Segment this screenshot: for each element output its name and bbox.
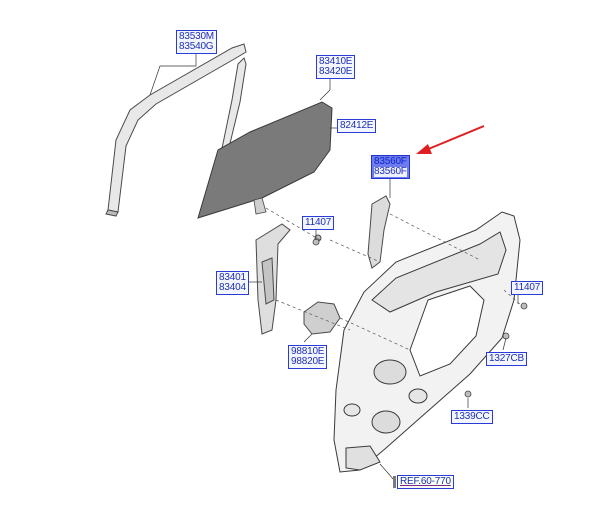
regulator-part — [255, 223, 341, 335]
callout-line: 83410E — [319, 56, 353, 67]
callout-line: 83401 — [219, 272, 246, 283]
callout-line: 83560F — [374, 156, 407, 167]
callout-door-glass: 83410E 83420E — [316, 55, 356, 79]
callout-line: 83540G — [179, 41, 214, 52]
callout-bolt-upper: 11407 — [302, 216, 335, 230]
pointer-arrow — [416, 125, 485, 154]
callout-line: 11407 — [305, 217, 332, 228]
callout-line: 83404 — [219, 282, 246, 293]
callout-line: 11407 — [514, 282, 541, 293]
door-glass-part — [197, 101, 333, 219]
callout-window-channel: 83530M 83540G — [176, 30, 217, 54]
callout-bolt-right: 11407 — [511, 281, 544, 295]
callout-glass-part: 82412E — [337, 119, 377, 133]
callout-line: 1327CB — [489, 353, 524, 364]
callout-regulator-front: 83560F 83560F — [371, 155, 410, 179]
regulator-rail-part — [367, 195, 391, 269]
callout-line: 83530M — [179, 31, 214, 42]
callout-motor: 98810E 98820E — [288, 345, 328, 369]
window-channel-part — [105, 43, 247, 217]
callout-line: 82412E — [340, 120, 374, 131]
callout-line: 98820E — [291, 356, 325, 367]
callout-line: 1339CC — [454, 411, 490, 422]
callout-regulator: 83401 83404 — [216, 271, 249, 295]
door-panel-part — [333, 211, 521, 473]
callout-clip: 1327CB — [486, 352, 527, 366]
callout-line: 83560F — [374, 166, 407, 177]
callout-grommet: 1339CC — [451, 410, 493, 424]
reference-link[interactable]: REF.60-770 — [400, 476, 451, 487]
callout-reference[interactable]: REF.60-770 — [393, 475, 454, 489]
callout-line: 98810E — [291, 346, 325, 357]
dash-lines — [265, 207, 523, 351]
callout-line: 83420E — [319, 66, 353, 77]
